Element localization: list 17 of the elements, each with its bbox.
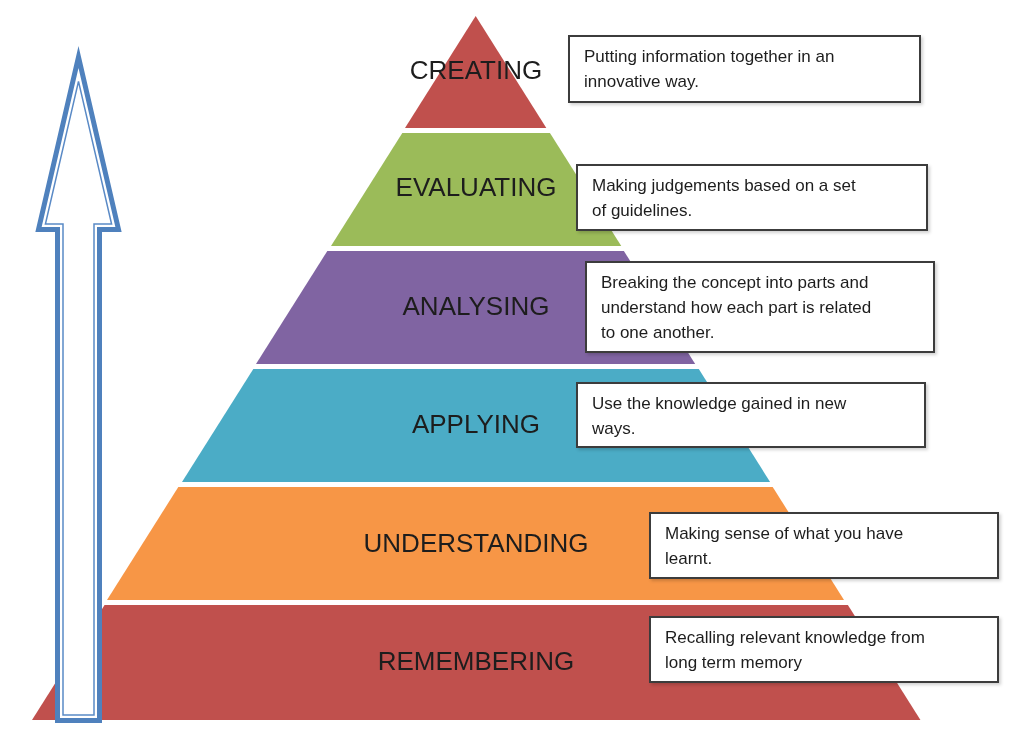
description-text: Putting information together in an innovative way. <box>584 46 836 93</box>
description-box <box>576 164 928 231</box>
level-label: REMEMBERING <box>377 646 575 676</box>
level-label: ANALYSING <box>402 291 550 321</box>
description-box <box>576 382 926 448</box>
description-box <box>649 512 999 579</box>
level-label: UNDERSTANDING <box>363 528 589 558</box>
description-text: Use the knowledge gained in new ways. <box>592 393 848 440</box>
description-text: Recalling relevant knowledge from long term memory <box>665 627 926 674</box>
level-label: EVALUATING <box>395 172 557 202</box>
description-text: Making judgements based on a set of guidelines. <box>592 175 857 222</box>
description-box <box>585 261 935 353</box>
level-label: APPLYING <box>411 409 541 439</box>
description-box <box>649 616 999 683</box>
description-box <box>568 35 921 103</box>
description-text: Making sense of what you have learnt. <box>665 523 905 570</box>
description-text: Breaking the concept into parts and understand how each part is related to one another. <box>601 272 873 344</box>
